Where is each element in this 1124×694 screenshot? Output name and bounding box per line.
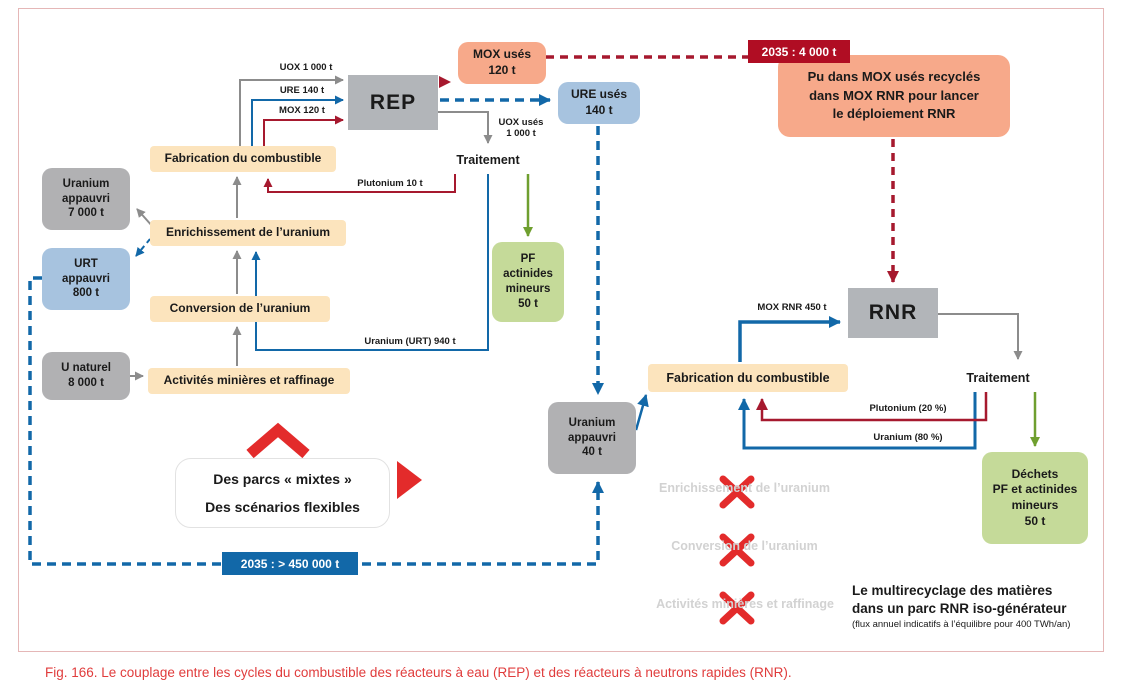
disabled-activites: Activités minières et raffinage xyxy=(656,597,834,611)
uranium-appauvri-7000-box: Uranium appauvri 7 000 t xyxy=(42,168,130,230)
badge-2035-mox: 2035 : 4 000 t xyxy=(748,40,850,63)
red-chevron-icon xyxy=(246,422,310,459)
enrichissement-uranium-box: Enrichissement de l’uranium xyxy=(150,220,346,246)
mox-uses-box: MOX usés 120 t xyxy=(458,42,546,84)
u-naturel-box: U naturel 8 000 t xyxy=(42,352,130,400)
blue-solid-arrows xyxy=(251,95,977,450)
red-x-icon xyxy=(719,475,755,509)
diagram-frame xyxy=(18,8,1104,652)
rnr-reactor-box: RNR xyxy=(848,288,938,338)
multirecyclage-title: Le multirecyclage des matières dans un p… xyxy=(852,583,1067,616)
slogan-box: Des parcs « mixtes » Des scénarios flexi… xyxy=(175,458,390,528)
uranium-appauvri-40-box: Uranium appauvri 40 t xyxy=(548,402,636,474)
pu-mox-note-box: Pu dans MOX usés recyclés dans MOX RNR p… xyxy=(778,55,1010,137)
red-triangle-icon xyxy=(397,461,422,499)
activites-minieres-box: Activités minières et raffinage xyxy=(148,368,350,394)
red-x-icon xyxy=(719,533,755,567)
traitement-right-box: Traitement xyxy=(938,364,1058,392)
disabled-enrichissement: Enrichissement de l’uranium xyxy=(659,481,830,495)
multirecyclage-note: Le multirecyclage des matières dans un p… xyxy=(852,582,1104,630)
green-arrows xyxy=(523,174,1040,447)
flow-label-mox-rnr: MOX RNR 450 t xyxy=(757,302,827,313)
conversion-uranium-box: Conversion de l’uranium xyxy=(150,296,330,322)
red-x-icon xyxy=(719,591,755,625)
pf-actinides-box: PF actinides mineurs 50 t xyxy=(492,242,564,322)
slogan-line1: Des parcs « mixtes » xyxy=(213,471,352,488)
flow-label-mox: MOX 120 t xyxy=(279,105,325,116)
urt-appauvri-box: URT appauvri 800 t xyxy=(42,248,130,310)
fabrication-combustible-right-box: Fabrication du combustible xyxy=(648,364,848,392)
flow-label-uranium-urt: Uranium (URT) 940 t xyxy=(364,336,456,347)
dechets-box: Déchets PF et actinides mineurs 50 t xyxy=(982,452,1088,544)
flow-label-uranium-80: Uranium (80 %) xyxy=(873,432,943,443)
flow-label-plutonium-10: Plutonium 10 t xyxy=(357,178,423,189)
multirecyclage-subtitle: (flux annuel indicatifs à l’équilibre po… xyxy=(852,619,1071,631)
ure-uses-box: URE usés 140 t xyxy=(558,82,640,124)
blue-dashed-arrows xyxy=(28,94,604,566)
rep-reactor-box: REP xyxy=(348,75,438,130)
fabrication-combustible-left-box: Fabrication du combustible xyxy=(150,146,336,172)
flow-label-uox-uses: UOX usés 1 000 t xyxy=(498,117,544,139)
flow-label-uox: UOX 1 000 t xyxy=(279,62,333,73)
flow-label-ure: URE 140 t xyxy=(279,85,325,96)
traitement-left-box: Traitement xyxy=(438,148,538,172)
red-decorations xyxy=(246,422,755,625)
flow-label-plutonium-20: Plutonium (20 %) xyxy=(869,403,947,414)
slogan-line2: Des scénarios flexibles xyxy=(205,498,360,515)
disabled-conversion: Conversion de l’uranium xyxy=(671,539,818,553)
badge-2035-uranium: 2035 : > 450 000 t xyxy=(222,552,358,575)
figure-caption: Fig. 166. Le couplage entre les cycles d… xyxy=(45,665,792,680)
